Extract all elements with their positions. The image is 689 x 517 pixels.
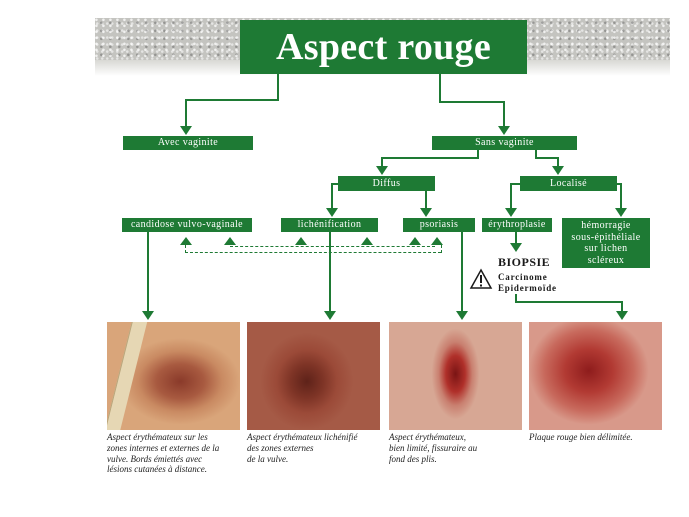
- caption-1-line: vulve. Bords émiettés avec: [107, 453, 203, 464]
- connector-title-left-h: [185, 99, 279, 101]
- biopsie-result-line-2: Epidermoïde: [498, 283, 557, 294]
- arrow-to-erythroplasie: [505, 208, 517, 217]
- up-arrow-psoriasis-2: [431, 237, 443, 245]
- node-localise-label: Localisé: [549, 177, 588, 189]
- caption-3: Aspect érythémateux, bien limité, fissur…: [389, 432, 525, 464]
- node-sans-vaginite: Sans vaginite: [432, 136, 577, 150]
- connector-sans-left-down: [477, 150, 479, 158]
- connector-sans-right-down: [535, 150, 537, 158]
- connector-title-right-h: [439, 101, 505, 103]
- caption-4: Plaque rouge bien délimitée.: [529, 432, 665, 443]
- up-arrow-candidose-2: [224, 237, 236, 245]
- connector-psoriasis-to-photo: [461, 232, 463, 312]
- node-avec-vaginite-label: Avec vaginite: [157, 137, 219, 149]
- connector-lichen-to-photo: [329, 232, 331, 312]
- node-hemorragie: hémorragie sous-épithéliale sur lichen s…: [562, 218, 650, 268]
- node-erythroplasie: érythroplasie: [482, 218, 552, 232]
- node-candidose-label: candidose vulvo-vaginale: [130, 219, 244, 231]
- clinical-photo-candidose: [107, 322, 240, 430]
- up-arrow-lichen-2: [361, 237, 373, 245]
- caption-1-line: zones internes et externes de la: [107, 442, 220, 453]
- caption-3-line: bien limité, fissuraire au: [389, 442, 478, 453]
- connector-biopsie-h: [515, 301, 623, 303]
- caption-1-line: Aspect érythémateux sur les: [107, 432, 208, 442]
- diagram-sheet: Aspect rouge Avec vaginite Sans vaginite…: [95, 18, 670, 484]
- arrow-to-diffus: [376, 166, 388, 175]
- caption-3-line: Aspect érythémateux,: [389, 432, 466, 442]
- node-candidose: candidose vulvo-vaginale: [122, 218, 252, 232]
- caption-4-line: Plaque rouge bien délimitée.: [529, 432, 633, 442]
- node-psoriasis-label: psoriasis: [419, 219, 459, 231]
- connector-biopsie-down: [515, 294, 517, 302]
- up-arrow-candidose-1: [180, 237, 192, 245]
- warning-triangle-icon: [469, 268, 493, 289]
- connector-candidose-to-photo: [147, 232, 149, 312]
- connector-to-localise: [557, 157, 559, 167]
- caption-1: Aspect érythémateux sur les zones intern…: [107, 432, 243, 475]
- connector-to-hemorragie: [620, 183, 622, 209]
- title-box: Aspect rouge: [240, 20, 527, 74]
- connector-to-lichenification: [331, 183, 333, 209]
- node-diffus-label: Diffus: [372, 177, 401, 189]
- node-lichenification: lichénification: [281, 218, 378, 232]
- arrow-to-photo-4: [616, 311, 628, 320]
- node-hemorragie-line-2: sous-épithéliale: [571, 231, 641, 243]
- dashed-link-outer-h: [185, 252, 441, 253]
- biopsie-result-line-1: Carcinome: [498, 272, 548, 282]
- connector-title-left-down: [277, 74, 279, 100]
- caption-2-line: des zones externes: [247, 442, 314, 453]
- node-psoriasis: psoriasis: [403, 218, 475, 232]
- dashed-link-inner-h: [230, 246, 435, 247]
- title: Aspect rouge: [275, 26, 492, 68]
- biopsie-result: Carcinome Epidermoïde: [498, 272, 557, 295]
- arrow-to-localise: [552, 166, 564, 175]
- arrow-to-avec: [180, 126, 192, 135]
- connector-localise-right-h: [617, 183, 622, 185]
- connector-sans-right-h: [535, 157, 559, 159]
- connector-erythroplasie-to-biopsie: [515, 232, 517, 244]
- biopsie-label: BIOPSIE: [498, 255, 551, 269]
- arrow-to-photo-3: [456, 311, 468, 320]
- spatula-stick: [107, 322, 149, 430]
- arrow-to-sans: [498, 126, 510, 135]
- node-hemorragie-line-1: hémorragie: [581, 220, 631, 231]
- connector-to-avec: [185, 99, 187, 127]
- node-sans-vaginite-label: Sans vaginite: [475, 137, 534, 149]
- arrow-to-photo-2: [324, 311, 336, 320]
- connector-to-erythroplasie: [510, 183, 512, 209]
- caption-3-line: fond des plis.: [389, 453, 437, 464]
- node-hemorragie-line-4: scléreux: [587, 254, 625, 266]
- connector-to-diffus: [381, 157, 383, 167]
- dashed-link-outer-left-v: [185, 245, 186, 253]
- up-arrow-lichen-1: [295, 237, 307, 245]
- node-diffus: Diffus: [338, 176, 435, 191]
- node-avec-vaginite: Avec vaginite: [123, 136, 253, 150]
- arrow-to-lichenification: [326, 208, 338, 217]
- connector-diffus-h: [331, 183, 338, 185]
- arrow-to-photo-1: [142, 311, 154, 320]
- connector-sans-left-h: [381, 157, 479, 159]
- dashed-link-outer-right-v: [441, 245, 442, 253]
- arrow-to-biopsie: [510, 243, 522, 252]
- clinical-photo-psoriasis: [389, 322, 522, 430]
- caption-2: Aspect érythémateux lichénifié des zones…: [247, 432, 383, 464]
- connector-to-sans: [503, 101, 505, 127]
- node-lichenification-label: lichénification: [297, 219, 362, 231]
- clinical-photo-lichenification: [247, 322, 380, 430]
- node-localise: Localisé: [520, 176, 617, 191]
- arrow-to-hemorragie: [615, 208, 627, 217]
- connector-title-right-down: [439, 74, 441, 102]
- node-hemorragie-line-3: sur lichen: [584, 243, 628, 254]
- caption-2-line: Aspect érythémateux lichénifié: [247, 432, 358, 442]
- connector-to-photo-4: [621, 301, 623, 312]
- up-arrow-psoriasis-1: [409, 237, 421, 245]
- connector-diffus-down: [425, 191, 427, 209]
- arrow-to-psoriasis: [420, 208, 432, 217]
- node-erythroplasie-label: érythroplasie: [488, 219, 546, 231]
- clinical-photo-erythroplasie: [529, 322, 662, 430]
- caption-1-line: lésions cutanées à distance.: [107, 464, 207, 475]
- connector-localise-left-h: [510, 183, 520, 185]
- caption-2-line: de la vulve.: [247, 453, 289, 464]
